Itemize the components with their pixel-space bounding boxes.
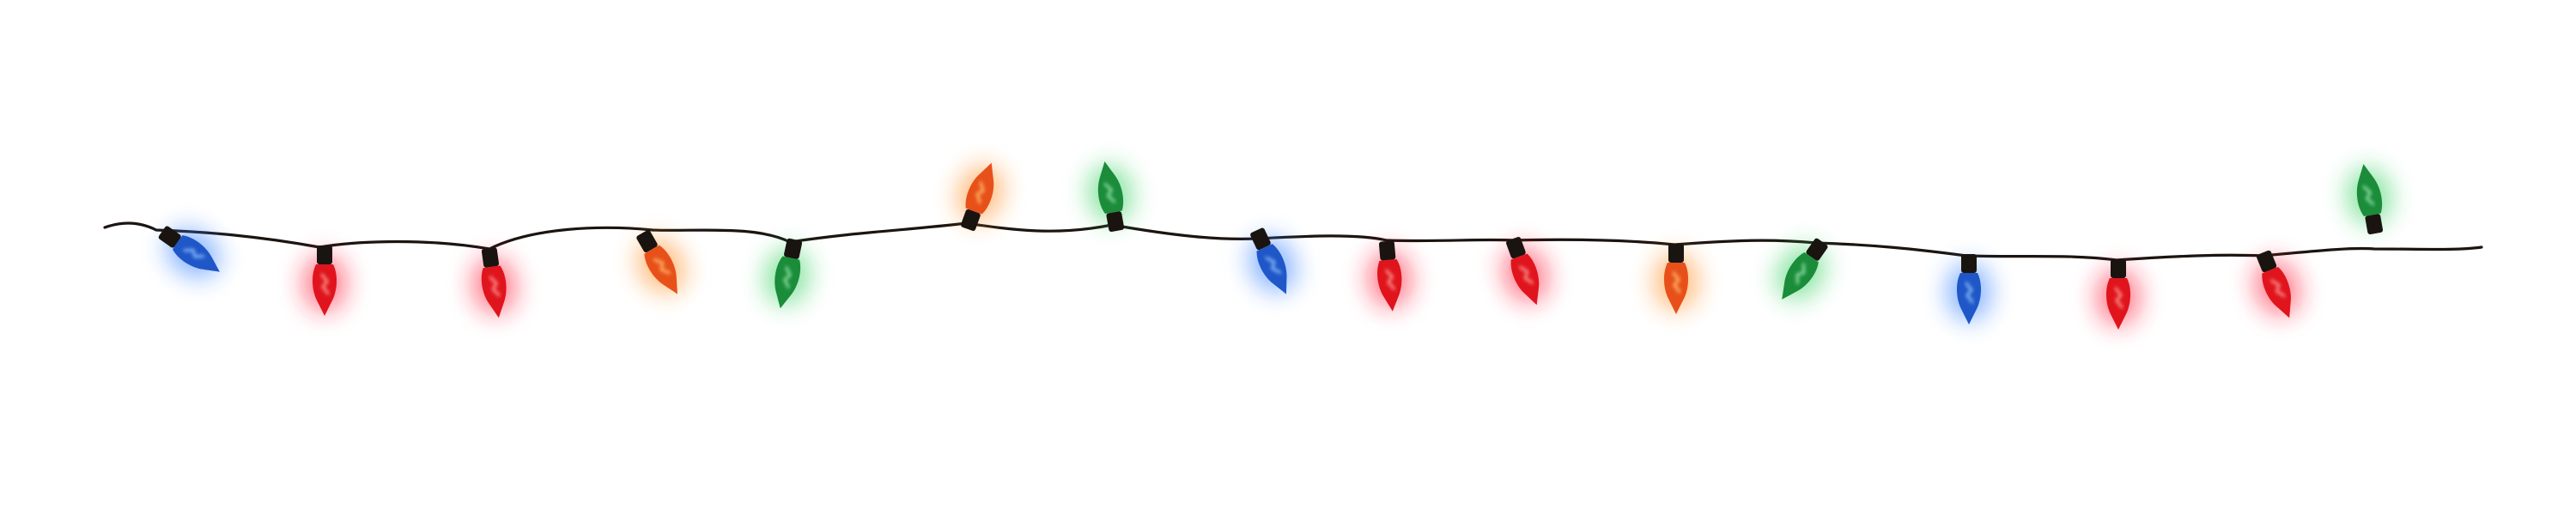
bulb-glass	[1097, 161, 1124, 215]
bulb-glass	[481, 265, 507, 318]
bulb-socket	[481, 247, 500, 268]
bulb-filament	[783, 266, 792, 288]
bulb-filament	[975, 181, 985, 204]
bulb-socket	[1506, 237, 1526, 259]
bulb-socket	[1806, 238, 1828, 261]
green-bulb	[1087, 161, 1133, 233]
red-bulb	[1367, 240, 1413, 312]
bulb-socket	[636, 230, 658, 252]
red-bulb	[471, 247, 517, 318]
orange-bulb	[957, 162, 1004, 231]
red-bulb	[302, 245, 347, 316]
orange-bulb	[1654, 244, 1698, 314]
bulb-socket	[1250, 227, 1271, 251]
bulb-socket	[1378, 240, 1396, 261]
green-bulb	[1776, 238, 1828, 300]
blue-bulb	[158, 226, 221, 278]
bulb-socket	[158, 226, 181, 248]
green-bulb	[764, 238, 811, 309]
bulb-socket	[2257, 250, 2277, 273]
red-bulb	[2253, 250, 2301, 318]
bulb-filament	[489, 276, 501, 297]
orange-bulb	[636, 230, 686, 294]
blue-bulb	[1947, 254, 1991, 324]
bulb-socket	[1668, 244, 1684, 263]
bulb-filament	[1965, 282, 1974, 304]
bulbs-layer	[158, 161, 2392, 330]
red-bulb	[2096, 259, 2141, 330]
bulb-socket	[2111, 259, 2126, 278]
green-bulb	[2346, 164, 2392, 235]
red-bulb	[1502, 237, 1549, 306]
bulb-glass	[965, 162, 994, 215]
blue-bulb	[1249, 227, 1297, 294]
bulb-glass	[775, 256, 801, 309]
bulb-filament	[1385, 269, 1395, 290]
bulb-filament	[320, 273, 330, 295]
bulb-filament	[1103, 183, 1115, 203]
bulb-filament	[1265, 257, 1281, 274]
bulb-filament	[1519, 265, 1534, 284]
bulb-socket	[784, 238, 803, 259]
bulb-glass	[2356, 164, 2383, 217]
bulb-filament	[2362, 185, 2374, 206]
bulb-socket	[317, 245, 332, 264]
bulb-filament	[2114, 287, 2123, 309]
bulb-filament	[653, 258, 671, 275]
bulb-filament	[1672, 271, 1681, 294]
bulb-filament	[183, 249, 205, 258]
bulb-socket	[1961, 254, 1977, 273]
bulb-glass	[1782, 252, 1819, 300]
bulb-glass	[1510, 253, 1540, 306]
bulb-filament	[1795, 263, 1805, 285]
bulb-socket	[1106, 211, 1125, 233]
bulb-filament	[2270, 279, 2286, 297]
bulb-socket	[961, 209, 981, 231]
bulb-glass	[173, 235, 220, 272]
bulb-socket	[2365, 214, 2384, 235]
